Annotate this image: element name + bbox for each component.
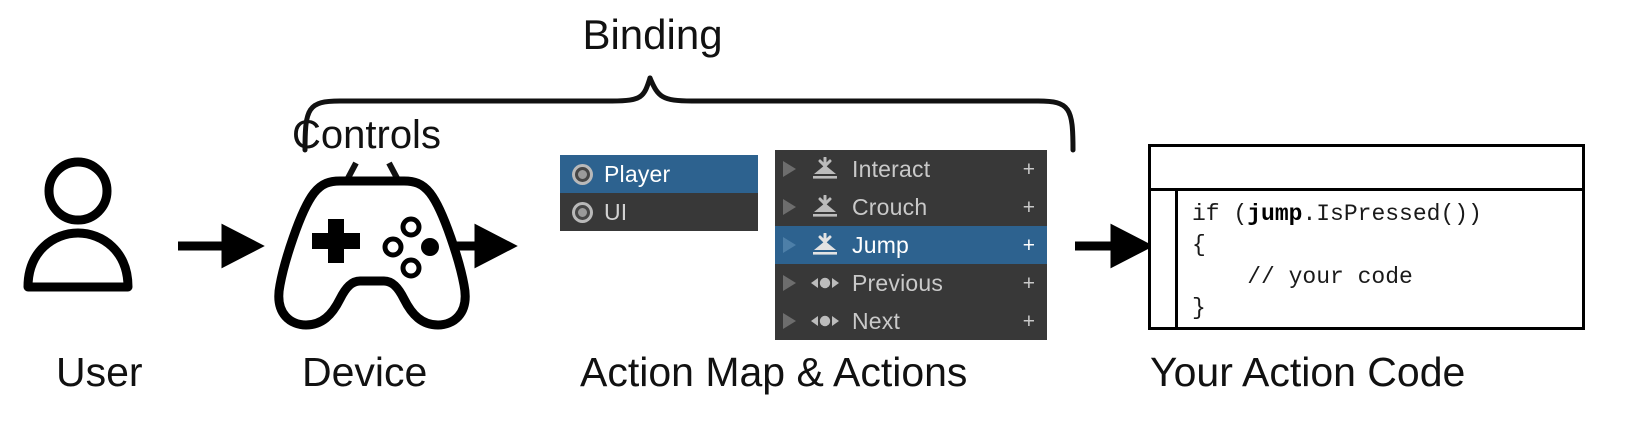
- button-action-icon: [810, 195, 840, 219]
- add-binding-button[interactable]: +: [1022, 157, 1035, 181]
- actions-list[interactable]: Interact + Crouch +: [775, 150, 1047, 340]
- code-window: if (jump.IsPressed()) { // your code }: [1148, 144, 1585, 330]
- user-icon: [23, 157, 133, 292]
- code-gutter: [1151, 191, 1178, 327]
- code-window-titlebar: [1151, 147, 1582, 191]
- code-line-1-bold: jump: [1247, 201, 1303, 227]
- chevron-right-icon[interactable]: [783, 161, 796, 177]
- action-map-row-player[interactable]: Player: [560, 155, 758, 193]
- action-label: Next: [852, 307, 901, 334]
- chevron-right-icon[interactable]: [783, 313, 796, 329]
- caption-user: User: [56, 349, 143, 395]
- gamepad-icon: [274, 176, 470, 330]
- arrow-actions-to-code: [1075, 223, 1154, 269]
- action-label: Previous: [852, 269, 944, 296]
- action-label: Jump: [852, 231, 910, 258]
- action-row-interact[interactable]: Interact +: [775, 150, 1047, 188]
- action-label: Crouch: [852, 193, 928, 220]
- action-map-row-ui[interactable]: UI: [560, 193, 758, 231]
- add-binding-button[interactable]: +: [1022, 309, 1035, 333]
- chevron-right-icon[interactable]: [783, 199, 796, 215]
- code-line-4: }: [1192, 294, 1206, 321]
- chevron-right-icon[interactable]: [783, 237, 796, 253]
- code-text[interactable]: if (jump.IsPressed()) { // your code }: [1178, 191, 1582, 327]
- code-line-2: {: [1192, 232, 1206, 259]
- action-map-ring-icon: [572, 163, 593, 185]
- button-action-icon: [810, 157, 840, 181]
- action-row-next[interactable]: Next +: [775, 302, 1047, 340]
- caption-device: Device: [302, 349, 428, 395]
- action-label: Interact: [852, 155, 931, 182]
- caption-action-map: Action Map & Actions: [580, 349, 968, 395]
- caption-code: Your Action Code: [1150, 349, 1466, 395]
- add-binding-button[interactable]: +: [1022, 233, 1035, 257]
- axis-action-icon: [810, 309, 840, 333]
- code-line-3: // your code: [1192, 263, 1413, 290]
- code-line-1-suffix: .IsPressed()): [1302, 201, 1482, 227]
- add-binding-button[interactable]: +: [1022, 271, 1035, 295]
- binding-annotation-text: Binding: [582, 11, 723, 58]
- code-window-body: if (jump.IsPressed()) { // your code }: [1151, 191, 1582, 327]
- binding-annotation-label: Binding: [0, 14, 1635, 56]
- action-map-list[interactable]: Player UI: [560, 155, 758, 231]
- controls-annotation-label: Controls: [292, 113, 441, 157]
- add-binding-button[interactable]: +: [1022, 195, 1035, 219]
- chevron-right-icon[interactable]: [783, 275, 796, 291]
- code-line-1-prefix: if (: [1192, 201, 1248, 227]
- button-action-icon: [810, 233, 840, 257]
- action-row-previous[interactable]: Previous +: [775, 264, 1047, 302]
- action-map-label: Player: [604, 160, 671, 187]
- action-row-crouch[interactable]: Crouch +: [775, 188, 1047, 226]
- action-row-jump[interactable]: Jump +: [775, 226, 1047, 264]
- arrow-user-to-device: [178, 223, 265, 269]
- action-map-ring-icon: [572, 201, 593, 223]
- axis-action-icon: [810, 271, 840, 295]
- action-map-label: UI: [604, 198, 628, 225]
